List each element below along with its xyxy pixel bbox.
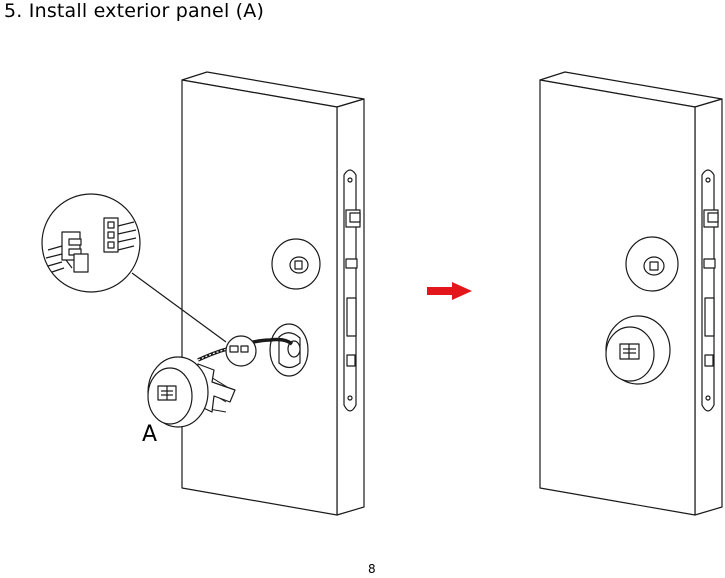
door-after	[540, 72, 722, 515]
panel-label-a: A	[142, 422, 157, 447]
door-before	[42, 72, 364, 515]
upper-rosette-right	[626, 237, 678, 291]
right-arrow-icon	[427, 282, 472, 300]
page-number: 8	[368, 562, 376, 576]
upper-rosette-left	[272, 239, 320, 289]
cylinder-hole-left	[270, 324, 308, 376]
installed-exterior-panel	[606, 316, 670, 384]
